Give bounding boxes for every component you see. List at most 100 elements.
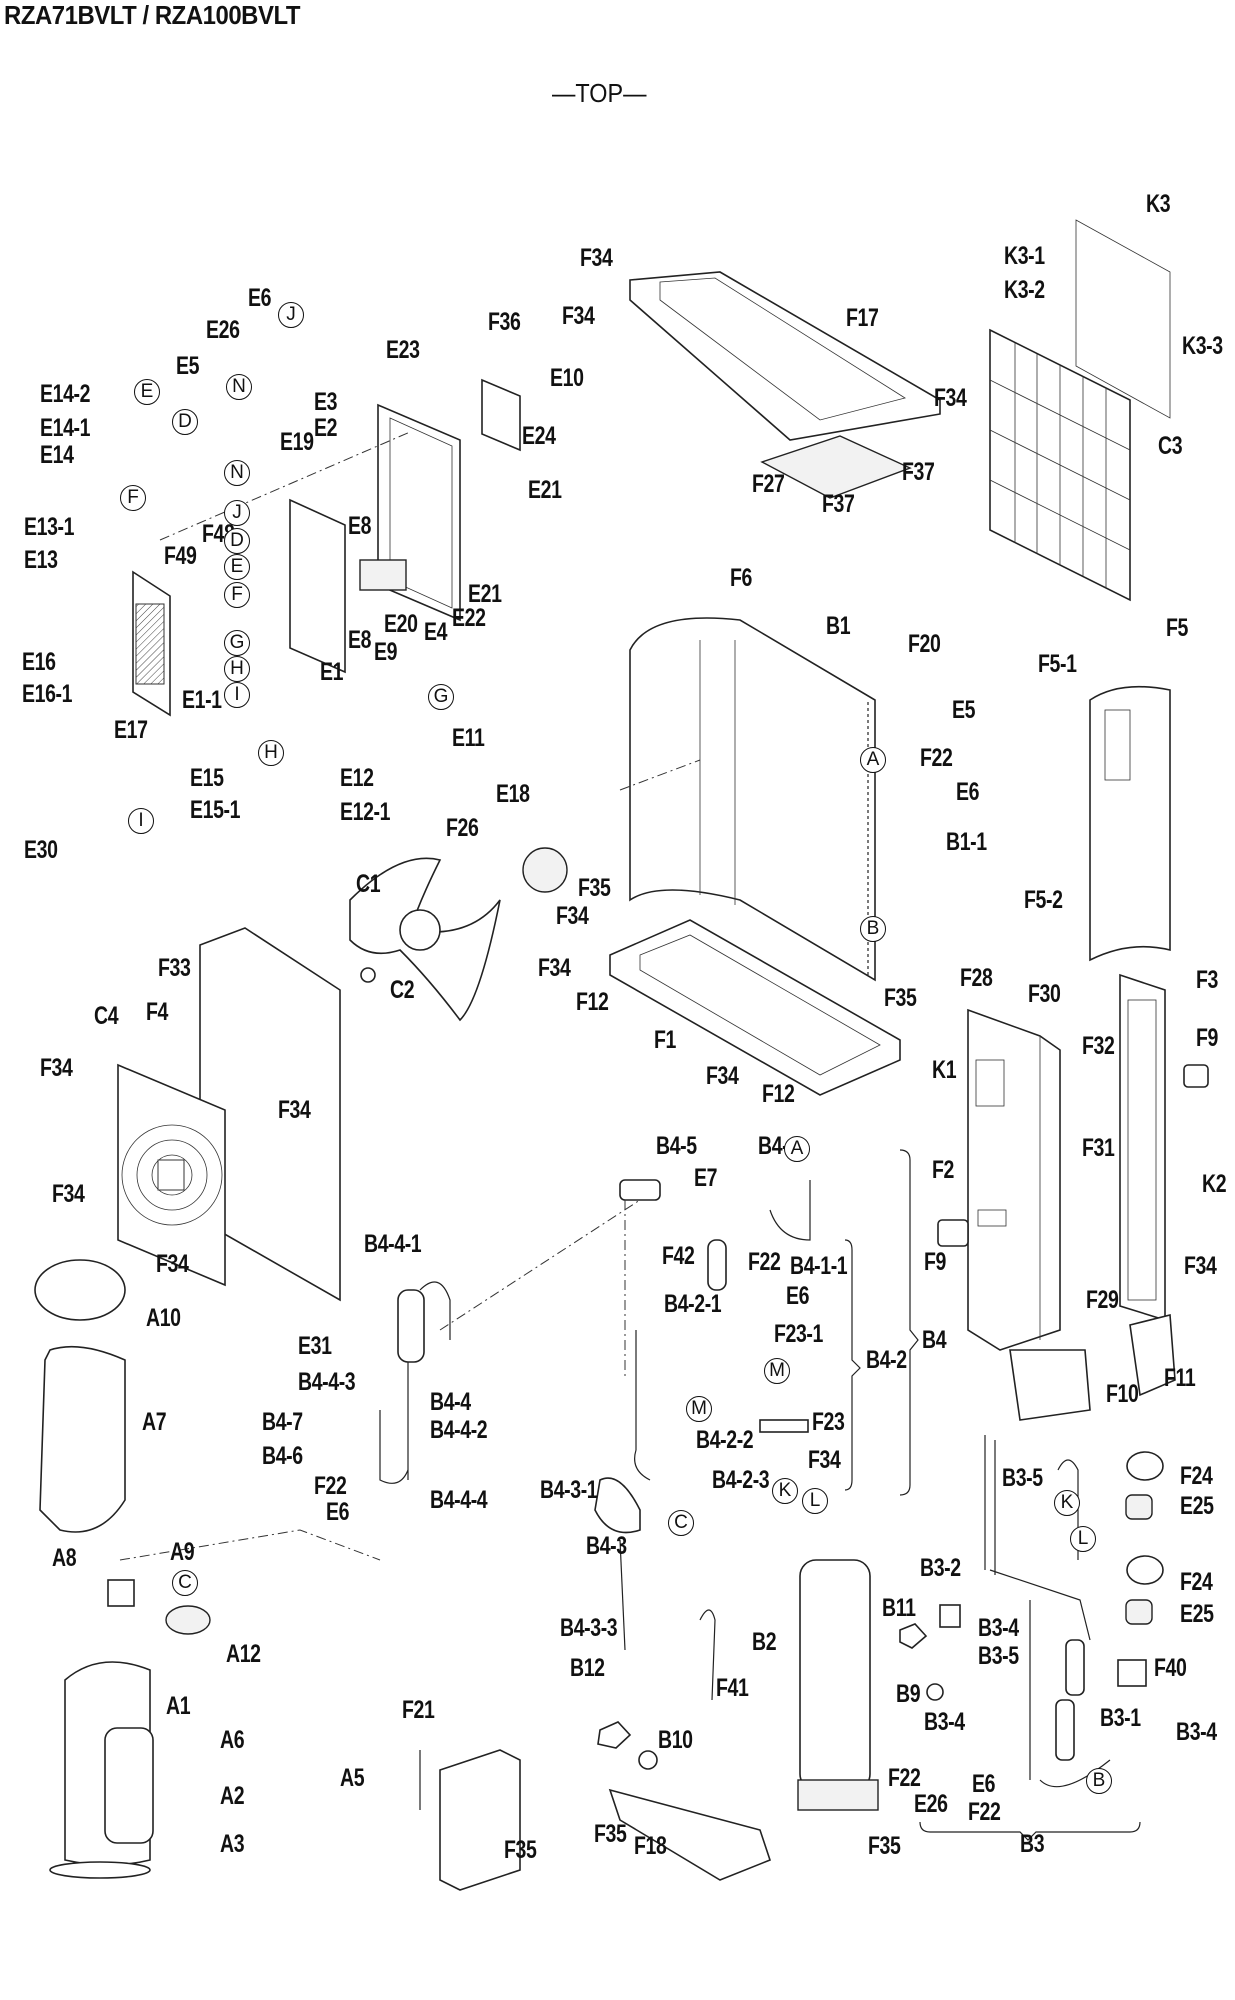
part-label-e16: E16	[22, 648, 56, 676]
compressor-drawing	[49, 1579, 211, 1879]
part-label-e24: E24	[522, 422, 556, 450]
part-label-b1: B1	[826, 612, 851, 640]
reference-marker-j-pcb: J	[224, 500, 250, 526]
reference-marker-c-pipe: C	[668, 1510, 694, 1536]
part-label-e6: E6	[248, 284, 272, 312]
part-label-k3: K3	[1146, 190, 1171, 218]
part-label-b12: B12	[570, 1654, 605, 1682]
part-label-b3-2: B3-2	[920, 1554, 961, 1582]
part-label-b4-1-1: B4-1-1	[790, 1252, 848, 1280]
reference-marker-h-e12: H	[258, 740, 284, 766]
receiver-drawing	[797, 1559, 879, 1811]
part-label-b4-4-1: B4-4-1	[364, 1230, 422, 1258]
part-label-e13: E13	[24, 546, 58, 574]
part-label-e15: E15	[190, 764, 224, 792]
part-label-f22a: F22	[920, 744, 953, 772]
part-label-f18: F18	[634, 1832, 667, 1860]
part-label-f34-m3: F34	[706, 1062, 739, 1090]
part-label-k3-2: K3-2	[1004, 276, 1045, 304]
part-label-f31: F31	[1082, 1134, 1115, 1162]
part-label-b4-5: B4-5	[656, 1132, 697, 1160]
part-label-e25b: E25	[1180, 1600, 1214, 1628]
part-label-e3: E3	[314, 388, 338, 416]
part-label-b4-3-1: B4-3-1	[540, 1476, 598, 1504]
part-label-f28: F28	[960, 964, 993, 992]
reference-marker-e-pcb: E	[224, 554, 250, 580]
reference-marker-k-b2: K	[772, 1478, 798, 1504]
part-label-k2: K2	[1202, 1170, 1227, 1198]
part-label-f2: F2	[932, 1156, 954, 1184]
part-label-e10: E10	[550, 364, 584, 392]
part-label-f22c: F22	[748, 1248, 781, 1276]
part-label-f35a: F35	[578, 874, 611, 902]
part-label-e2: E2	[314, 414, 338, 442]
reference-marker-e-top: E	[134, 379, 160, 405]
part-label-f26: F26	[446, 814, 479, 842]
reference-marker-d-pcb: D	[224, 528, 250, 554]
part-label-f34-l4: F34	[156, 1250, 189, 1278]
part-label-e9: E9	[374, 638, 398, 666]
part-label-e6b: E6	[956, 778, 980, 806]
part-label-e22: E22	[452, 604, 486, 632]
part-label-f21: F21	[402, 1696, 435, 1724]
part-label-b3-5a: B3-5	[1002, 1464, 1043, 1492]
part-label-f33: F33	[158, 954, 191, 982]
part-label-a2: A2	[220, 1782, 245, 1810]
part-label-f34-m1: F34	[556, 902, 589, 930]
part-label-a1: A1	[166, 1692, 191, 1720]
part-label-c3: C3	[1158, 432, 1183, 460]
part-label-e6d: E6	[786, 1282, 810, 1310]
part-label-e12: E12	[340, 764, 374, 792]
part-label-f10: F10	[1106, 1380, 1139, 1408]
valve-bracket-drawing	[608, 1788, 771, 1881]
part-label-f22b: F22	[314, 1472, 347, 1500]
part-label-b3-4a: B3-4	[978, 1614, 1019, 1642]
part-label-a6: A6	[220, 1726, 245, 1754]
part-label-b4-4-2: B4-4-2	[430, 1416, 488, 1444]
part-label-f17: F17	[846, 304, 879, 332]
part-label-f35d: F35	[594, 1820, 627, 1848]
reference-marker-n-pcb: N	[224, 460, 250, 486]
part-label-f40: F40	[1154, 1654, 1187, 1682]
side-panel-drawing	[1089, 685, 1171, 962]
part-label-e11: E11	[452, 724, 485, 752]
part-label-b4-6: B4-6	[262, 1442, 303, 1470]
part-label-a3: A3	[220, 1830, 245, 1858]
part-label-b1-1: B1-1	[946, 828, 987, 856]
part-label-f23-1: F23-1	[774, 1320, 823, 1348]
part-label-a9: A9	[170, 1538, 195, 1566]
part-label-b10: B10	[658, 1726, 693, 1754]
part-label-b4-4: B4-4	[430, 1388, 471, 1416]
part-label-e19: E19	[280, 428, 314, 456]
part-label-b4-7: B4-7	[262, 1408, 303, 1436]
part-label-f5-2: F5-2	[1024, 886, 1063, 914]
part-label-c4: C4	[94, 1002, 119, 1030]
part-label-f12a: F12	[576, 988, 609, 1016]
part-label-b4-4-4: B4-4-4	[430, 1486, 488, 1514]
part-label-e6c: E6	[326, 1498, 350, 1526]
part-label-f29: F29	[1086, 1286, 1119, 1314]
page-title: RZA71BVLT / RZA100BVLT	[4, 0, 301, 30]
part-label-b4-2: B4-2	[866, 1346, 907, 1374]
part-label-e5b: E5	[952, 696, 976, 724]
part-label-a12: A12	[226, 1640, 261, 1668]
part-label-e26b: E26	[914, 1790, 948, 1818]
reference-marker-f-pcb: F	[224, 582, 250, 608]
reference-marker-a-b41: A	[784, 1136, 810, 1162]
reference-marker-m-b: M	[764, 1358, 790, 1384]
part-label-e8a: E8	[348, 512, 372, 540]
part-label-e16-1: E16-1	[22, 680, 73, 708]
part-label-e14-2: E14-2	[40, 380, 91, 408]
reference-marker-m-a: M	[686, 1396, 712, 1422]
part-label-e1: E1	[320, 658, 344, 686]
part-label-f1: F1	[654, 1026, 676, 1054]
part-label-f9b: F9	[924, 1248, 946, 1276]
part-label-f37b: F37	[822, 490, 855, 518]
compressor-cover-drawing	[34, 1259, 126, 1533]
part-label-f35e: F35	[868, 1832, 901, 1860]
part-label-f32: F32	[1082, 1032, 1115, 1060]
part-label-f4: F4	[146, 998, 168, 1026]
part-label-f34-l2: F34	[278, 1096, 311, 1124]
reference-marker-k-b35: K	[1054, 1490, 1080, 1516]
